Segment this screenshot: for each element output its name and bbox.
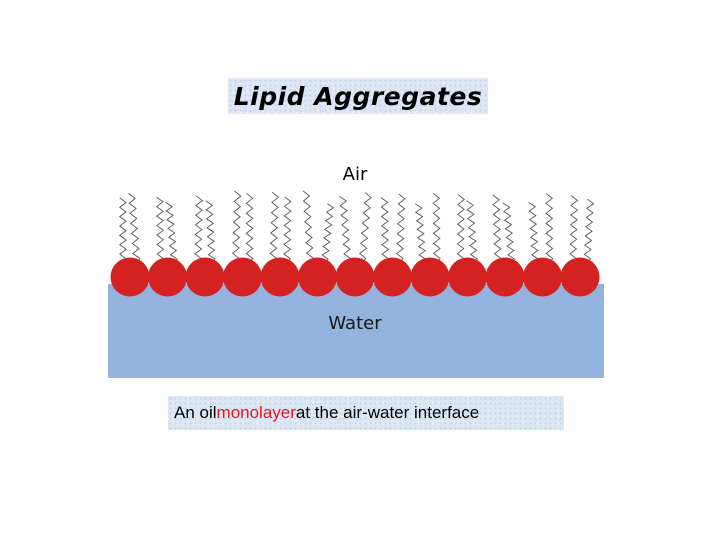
lipid-tail — [456, 194, 466, 264]
lipid-heads — [110, 257, 600, 297]
lipid-tail — [321, 203, 335, 264]
lipid-head — [335, 257, 375, 297]
lipid-tail — [205, 200, 216, 264]
lipid-tail — [545, 192, 554, 264]
caption-banner: An oil monolayer at the air-water interf… — [168, 396, 564, 430]
lipid-tails — [118, 190, 595, 264]
lipid-tail — [528, 202, 540, 264]
caption: An oil monolayer at the air-water interf… — [174, 396, 479, 430]
lipid-head — [373, 257, 412, 297]
lipid-head — [485, 257, 525, 297]
page-title: Lipid Aggregates — [233, 81, 483, 111]
lipid-tail — [245, 192, 254, 264]
caption-highlight: monolayer — [216, 403, 296, 422]
lipid-head — [148, 257, 187, 297]
lipid-tail — [269, 191, 280, 264]
lipid-tail — [231, 190, 242, 264]
lipid-head — [560, 257, 600, 297]
lipid-tail — [380, 197, 390, 264]
lipid-tail — [118, 197, 127, 264]
air-label: Air — [342, 164, 368, 185]
lipid-tail — [432, 192, 441, 264]
title-banner: Lipid Aggregates — [228, 78, 488, 114]
lipid-tail — [466, 200, 479, 264]
lipid-head — [410, 257, 450, 297]
lipid-tail — [358, 192, 372, 264]
lipid-tail — [492, 194, 502, 264]
lipid-tail — [395, 193, 406, 264]
lipid-head — [298, 257, 337, 297]
caption-text-before: An oil — [174, 403, 217, 422]
caption-text-after: at the air-water interface — [295, 403, 480, 422]
lipid-tail — [569, 195, 579, 264]
lipid-head — [110, 257, 150, 297]
lipid-head — [523, 257, 562, 297]
lipid-tail — [155, 196, 165, 264]
lipid-tail — [194, 195, 204, 264]
water-label: Water — [328, 313, 382, 334]
lipid-tail — [502, 202, 516, 264]
lipid-tail — [165, 201, 178, 264]
lipid-tail — [302, 190, 314, 264]
lipid-tail — [283, 196, 292, 264]
lipid-tail — [339, 195, 352, 264]
lipid-tail — [414, 203, 427, 264]
lipid-head — [223, 257, 262, 297]
water-layer — [108, 284, 604, 378]
lipid-tail — [583, 198, 595, 264]
lipid-tail — [128, 193, 141, 264]
lipid-head — [260, 257, 300, 297]
lipid-head — [448, 257, 487, 297]
lipid-head — [185, 257, 225, 297]
